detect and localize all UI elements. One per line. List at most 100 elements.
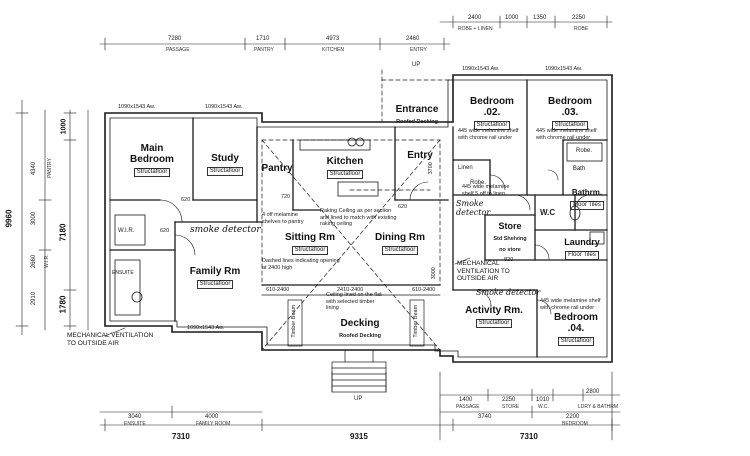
label-up: UP bbox=[412, 62, 421, 68]
window-label: 1090x1543 Aw. bbox=[462, 66, 500, 72]
room-name: Laundry bbox=[564, 237, 600, 247]
dim-label-bedroom-bottom: BEDROOM bbox=[562, 421, 588, 427]
room-bedroom-03: Bedroom .03. Structafloor bbox=[540, 96, 600, 130]
dim-top-4973: 4973 bbox=[326, 36, 340, 42]
handwritten-smoke-detector: Smoke detector bbox=[476, 288, 541, 297]
handwritten-smoke-detector: smoke detector bbox=[190, 225, 261, 235]
dim-label-family-room: FAMILY ROOM bbox=[196, 421, 231, 427]
opening-620: 620 bbox=[398, 204, 408, 210]
vent-note-left: MECHANICAL VENTILATION TO OUTSIDE AIR bbox=[67, 332, 154, 347]
window-label: 1090x1543 Aw. bbox=[187, 325, 225, 331]
floor-finish: Structafloor bbox=[206, 167, 244, 176]
dim-label-pantry-left: PANTRY bbox=[46, 158, 53, 178]
vent-pointers bbox=[104, 257, 471, 337]
floor-finish: Structafloor bbox=[291, 246, 329, 255]
room-activity: Activity Rm. Structafloor bbox=[463, 305, 525, 328]
dim-top-1350: 1350 bbox=[533, 15, 547, 21]
floor-finish: Structafloor bbox=[326, 170, 364, 179]
room-bedroom-02: Bedroom .02. Structafloor bbox=[462, 96, 522, 130]
room-name: Study bbox=[211, 153, 239, 164]
bedroom-03-shelf-note: 445 wide melamine shelf with chrome rail… bbox=[536, 128, 597, 141]
dim-bottom-7310-left: 7310 bbox=[172, 432, 190, 441]
opening-820: 820 bbox=[504, 257, 514, 263]
room-name: Store bbox=[498, 221, 522, 231]
dim-label-wc-bottom: W.C. bbox=[538, 404, 549, 410]
dim-top-2460: 2460 bbox=[406, 36, 420, 42]
room-name: Entrance bbox=[395, 104, 439, 115]
opening-2400: 2410-2400 bbox=[337, 287, 364, 293]
dim-bottom-3740: 3740 bbox=[478, 414, 492, 420]
label-linen: Linen bbox=[458, 165, 473, 171]
dim-bottom-1400: 1400 bbox=[459, 397, 473, 403]
floor-finish: Floor Tiles bbox=[570, 201, 604, 210]
fixtures bbox=[114, 137, 605, 316]
room-name: Entry bbox=[407, 150, 433, 161]
dim-left-4340: 4340 bbox=[31, 161, 38, 176]
dashed-lines bbox=[261, 69, 454, 351]
room-family: Family Rm Structafloor bbox=[185, 266, 245, 289]
room-note: Std Shelving no store bbox=[493, 236, 527, 253]
opening-720: 720 bbox=[281, 194, 291, 200]
note-skylight: Dashed lines indicating opening at 2400 … bbox=[262, 258, 340, 271]
dim-bottom-9315: 9315 bbox=[350, 432, 368, 441]
dim-label-passage-bottom: PASSAGE bbox=[456, 404, 480, 410]
dim-bottom-4000: 4000 bbox=[205, 414, 219, 420]
floor-finish: Structafloor bbox=[381, 246, 419, 255]
room-dining: Dining Rm Structafloor bbox=[372, 232, 428, 255]
dim-left-3000: 3000 bbox=[31, 211, 38, 226]
room-laundry: Laundry Floor Tiles bbox=[560, 237, 604, 260]
dim-label-wir-left: W.I.R. bbox=[43, 254, 50, 268]
label-robe: Robe. bbox=[576, 148, 593, 154]
room-name: Kitchen bbox=[326, 156, 364, 167]
outer-walls bbox=[104, 74, 613, 363]
note-timber-beam: Timber Beam bbox=[291, 304, 298, 338]
room-name: Bedroom .04. bbox=[554, 312, 598, 334]
room-bath: Bath bbox=[569, 164, 589, 175]
room-name: Family Rm bbox=[189, 266, 241, 277]
left-dimension-lines bbox=[15, 99, 89, 336]
dim-left-total: 9960 bbox=[4, 209, 14, 228]
handwritten-smoke-detector: Smoke detector bbox=[456, 199, 491, 217]
room-bedroom-04: Bedroom .04. Structafloor bbox=[548, 312, 604, 346]
bedroom-02-shelf-note: 445 wide melamine shelf with chrome rail… bbox=[458, 128, 519, 141]
opening-620: 620 bbox=[160, 228, 170, 234]
room-name: Pantry bbox=[261, 163, 293, 174]
room-note: Roofed Decking bbox=[339, 333, 381, 339]
window-label: 1090x1543 Aw. bbox=[545, 66, 583, 72]
dim-left-2660: 2660 bbox=[31, 254, 38, 269]
room-name: Bedroom .02. bbox=[470, 96, 514, 118]
room-bathrm: Bathrm. Floor Tiles bbox=[568, 187, 606, 210]
dim-bottom-1010: 1010 bbox=[536, 397, 550, 403]
room-name: Activity Rm. bbox=[465, 305, 523, 316]
dim-bottom-2250: 2250 bbox=[502, 397, 516, 403]
floor-finish: Structafloor bbox=[551, 121, 589, 130]
opening-620: 620 bbox=[181, 197, 191, 203]
dim-top-7280: 7280 bbox=[168, 36, 182, 42]
label-robe: Robe. bbox=[470, 180, 487, 186]
bottom-dimension-lines bbox=[99, 371, 621, 441]
dim-bottom-3040: 3040 bbox=[128, 414, 142, 420]
dim-3700-mid: 3700 bbox=[427, 162, 434, 175]
opening-2400: 610-2400 bbox=[412, 287, 436, 293]
room-entry: Entry bbox=[405, 150, 435, 161]
dim-top-2400: 2400 bbox=[468, 15, 482, 21]
note-timber-beam: Timber Beam bbox=[413, 304, 420, 338]
room-name: Decking bbox=[340, 318, 380, 329]
dim-label-kitchen: KITCHEN bbox=[322, 47, 344, 53]
opening-2400: 610-2400 bbox=[266, 287, 290, 293]
dim-left-1780: 1780 bbox=[58, 295, 68, 314]
deck-stairs bbox=[261, 294, 441, 393]
dim-bottom-2200: 2200 bbox=[566, 414, 580, 420]
label-ensuite: ENSUITE bbox=[112, 270, 134, 276]
note-pantry-shelves: 4 off melamine shelves to pantry bbox=[262, 212, 304, 225]
dim-label-passage: PASSAGE bbox=[166, 47, 190, 53]
dim-label-ldry-bathrm: LDRY & BATHRM bbox=[578, 404, 619, 410]
dim-bottom-2800: 2800 bbox=[586, 389, 600, 395]
room-pantry: Pantry bbox=[260, 163, 294, 174]
room-name: Dining Rm bbox=[375, 232, 425, 243]
room-note: Roofed Decking bbox=[396, 119, 438, 125]
window-label: 1090x1543 Aw. bbox=[118, 104, 156, 110]
floor-finish: Floor Tiles bbox=[565, 251, 599, 260]
note-linen-shelf: 445 wide melamine shelf 5 off to linen bbox=[462, 184, 510, 197]
dim-label-robe: ROBE bbox=[574, 26, 589, 32]
